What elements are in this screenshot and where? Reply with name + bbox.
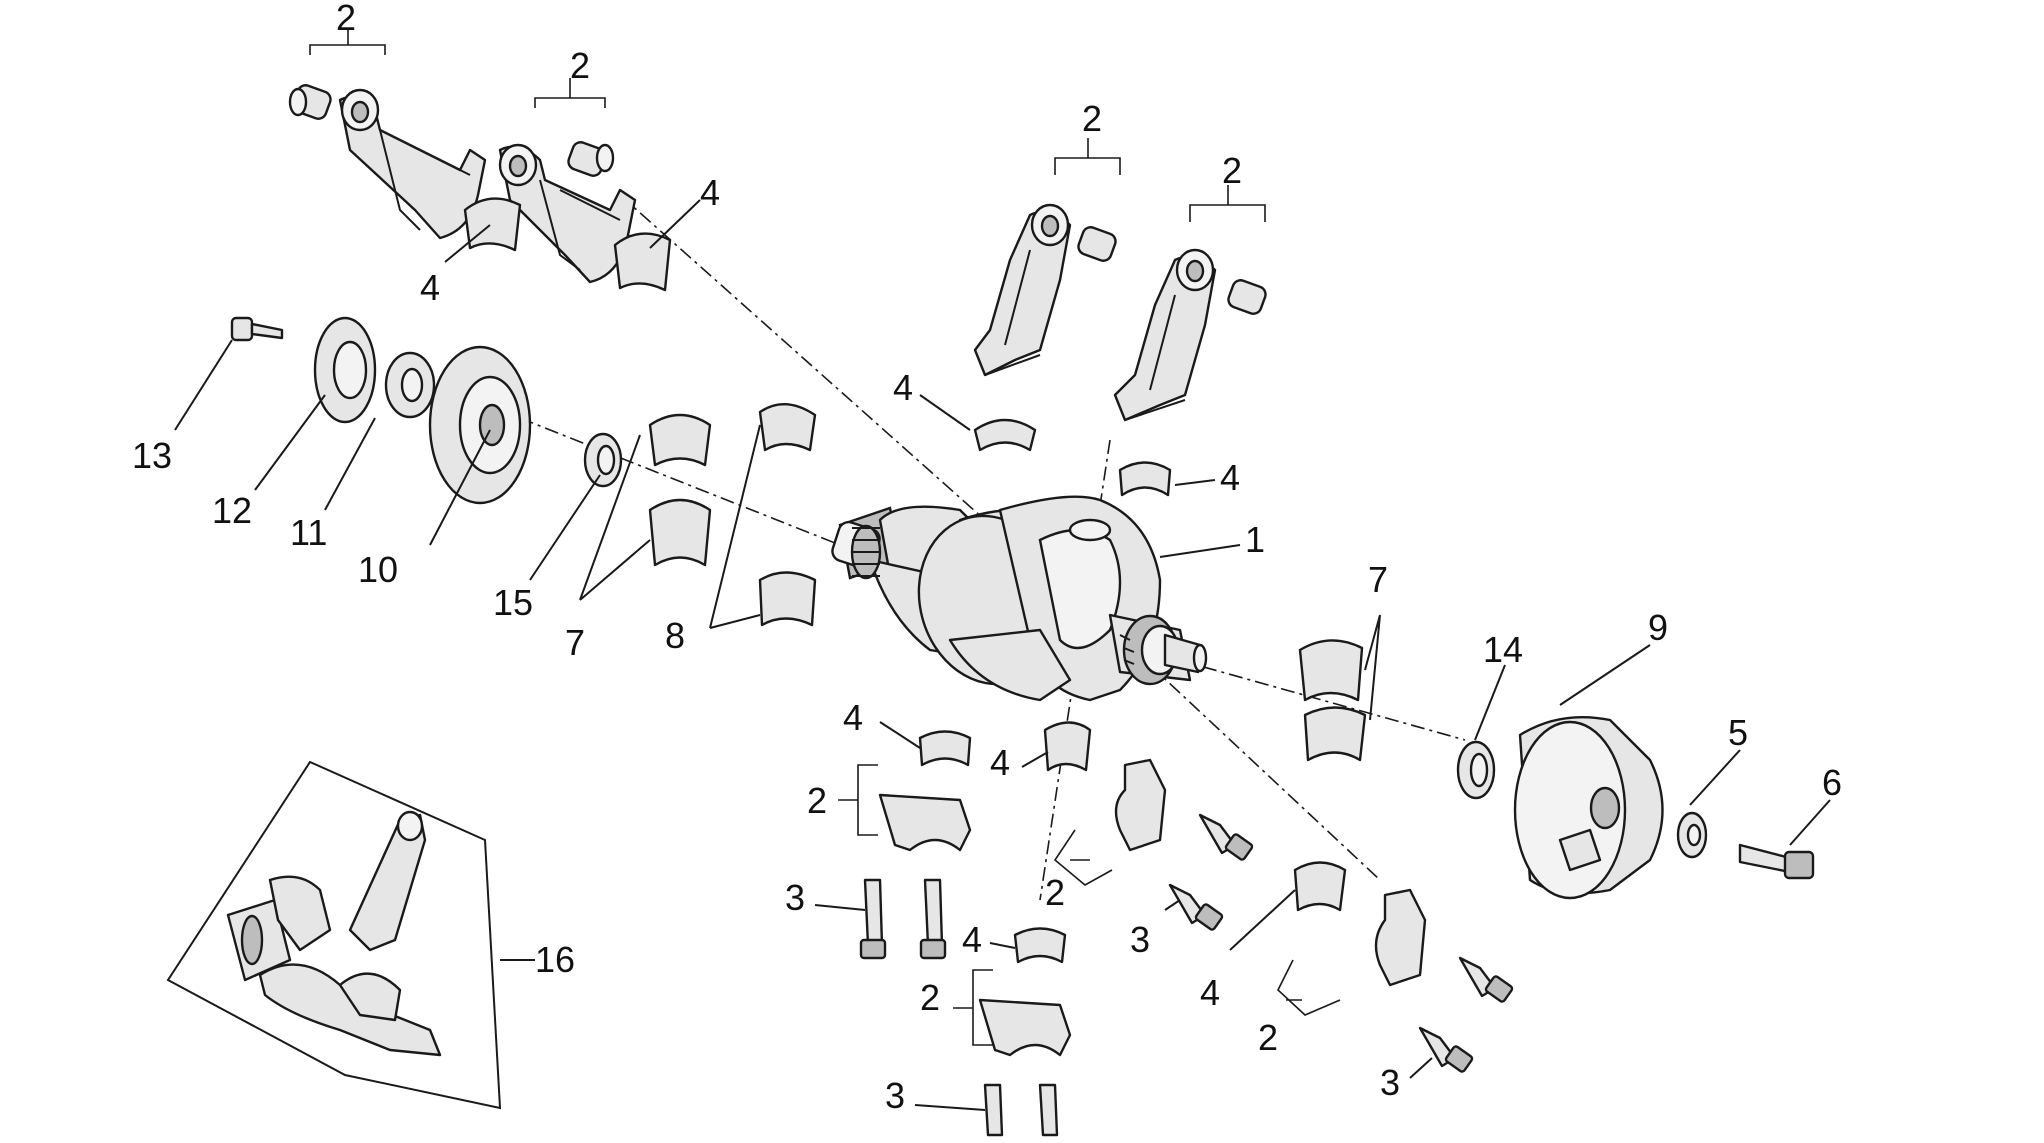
ring-15 — [583, 432, 623, 488]
label-4-f: 4 — [990, 742, 1010, 783]
part-labels: 1 2 2 2 2 2 2 2 2 3 3 3 3 4 4 4 4 4 4 4 … — [132, 0, 1842, 1116]
label-8: 8 — [665, 615, 685, 656]
label-2-c: 2 — [1082, 98, 1102, 139]
label-7-a: 7 — [565, 622, 585, 663]
label-14: 14 — [1483, 629, 1523, 670]
leader-lines — [174, 199, 1831, 1111]
label-4-e: 4 — [843, 697, 863, 738]
label-4-a: 4 — [420, 267, 440, 308]
label-2-a: 2 — [336, 0, 356, 38]
crankshaft — [831, 495, 1208, 702]
label-12: 12 — [212, 490, 252, 531]
label-4-c: 4 — [893, 367, 913, 408]
bolt-6 — [1738, 843, 1815, 880]
crankshaft-assembly-inset — [166, 760, 502, 1110]
label-3-c: 3 — [885, 1075, 905, 1116]
label-2-f: 2 — [1045, 872, 1065, 913]
label-6: 6 — [1822, 762, 1842, 803]
label-9: 9 — [1648, 607, 1668, 648]
timing-gear-10 — [428, 345, 532, 505]
label-10: 10 — [358, 549, 398, 590]
label-2-b: 2 — [570, 45, 590, 86]
label-4-b: 4 — [700, 172, 720, 213]
label-2-h: 2 — [1258, 1017, 1278, 1058]
ring-14 — [1456, 740, 1496, 800]
label-2-g: 2 — [920, 977, 940, 1018]
connecting-rod-3 — [973, 203, 1117, 377]
label-13: 13 — [132, 435, 172, 476]
washer-11 — [384, 351, 436, 419]
callout-brackets — [309, 30, 1341, 1046]
label-2-d: 2 — [1222, 150, 1242, 191]
sprocket-12 — [313, 316, 377, 424]
bolt-13 — [230, 316, 284, 342]
label-15: 15 — [493, 582, 533, 623]
bearing-shells — [463, 197, 1367, 964]
label-11: 11 — [290, 512, 327, 553]
label-4-d: 4 — [1220, 457, 1240, 498]
rod-caps — [878, 758, 1427, 1057]
label-3-b: 3 — [1130, 919, 1150, 960]
label-16: 16 — [535, 939, 575, 980]
connecting-rod-1 — [288, 84, 487, 240]
label-7-b: 7 — [1368, 559, 1388, 600]
label-4-g: 4 — [962, 919, 982, 960]
label-1: 1 — [1245, 519, 1265, 560]
label-5: 5 — [1728, 712, 1748, 753]
label-3-d: 3 — [1380, 1062, 1400, 1103]
connecting-rod-2 — [498, 141, 637, 284]
bolts — [859, 813, 1514, 1137]
flywheel-9 — [1513, 715, 1664, 900]
label-2-e: 2 — [807, 780, 827, 821]
label-4-h: 4 — [1200, 972, 1220, 1013]
washer-5 — [1676, 811, 1708, 859]
connecting-rod-4 — [1113, 248, 1267, 422]
label-3-a: 3 — [785, 877, 805, 918]
